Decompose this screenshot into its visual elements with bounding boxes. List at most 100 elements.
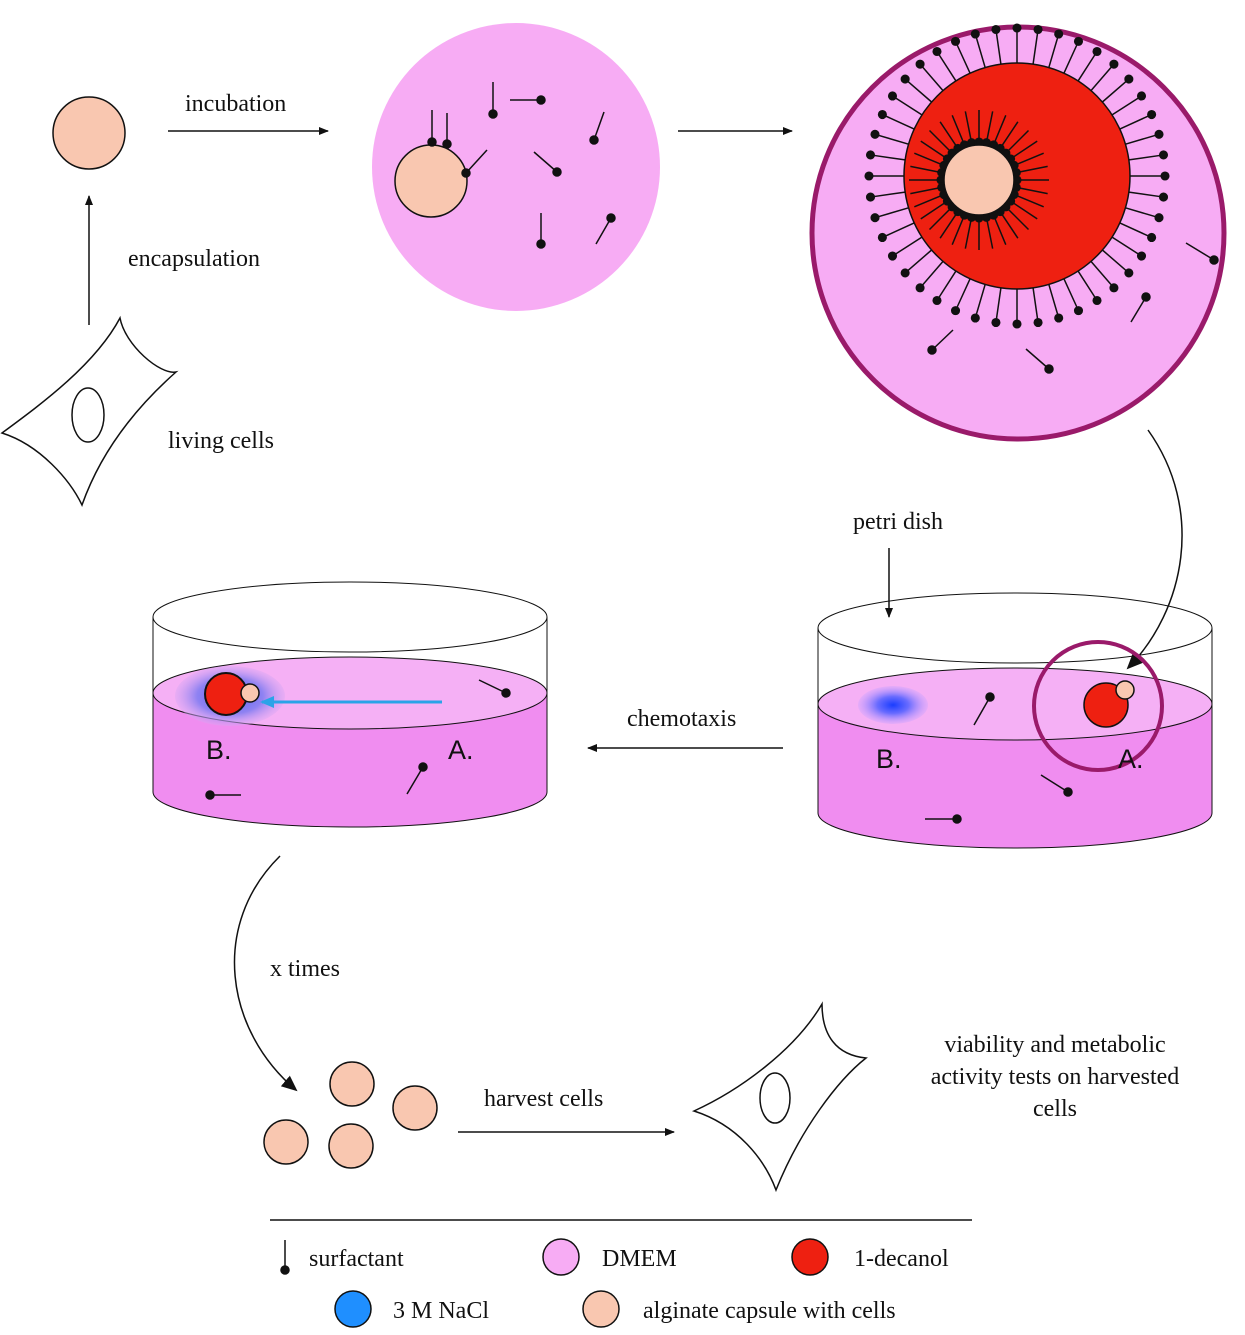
surfactant-head — [950, 306, 961, 316]
surfactants-right-dish — [925, 692, 1073, 824]
surfactant-tail — [995, 29, 1002, 65]
surfactant-tail — [1032, 29, 1039, 65]
surfactant-tail — [939, 121, 959, 149]
legend-alginate-label: alginate capsule with cells — [643, 1298, 896, 1324]
surfactant-tail — [910, 165, 942, 174]
surfactant-tail — [1119, 222, 1152, 239]
surfactant-tail — [974, 284, 986, 319]
surfactant-tail — [928, 206, 953, 231]
surfactant-head — [1054, 29, 1064, 39]
alginate-capsule-right — [1115, 680, 1135, 700]
alginate-capsules-harvest — [263, 1061, 438, 1169]
surfactant-head — [1124, 268, 1134, 278]
surfactant-tail — [904, 249, 933, 274]
surfactant-tail — [951, 115, 966, 146]
surfactant-tail — [1077, 51, 1098, 82]
surfactant-head — [1136, 91, 1147, 101]
surfactant-tail — [1077, 270, 1098, 301]
surfactant-head — [1073, 36, 1084, 46]
surfactant-tail — [1010, 200, 1038, 220]
surfactant-head — [1012, 23, 1022, 33]
surfactant-tail — [1063, 41, 1080, 74]
surfactant-head — [1160, 171, 1170, 181]
surfactant-tail — [954, 278, 971, 311]
surfactant-tail — [904, 78, 933, 103]
dish-left-a-label: A. — [448, 735, 474, 765]
surfactant-head — [877, 232, 887, 243]
surfactant-head — [900, 74, 910, 84]
surfactant-tail — [1090, 260, 1115, 289]
surfactant-tail — [1063, 278, 1080, 311]
surfactants-free — [427, 82, 616, 249]
incubation-label: incubation — [185, 91, 286, 117]
surfactant-head — [1092, 295, 1102, 306]
surfactant-tail — [936, 51, 957, 82]
surfactant-tail — [1016, 186, 1048, 195]
dmem-droplet — [372, 23, 660, 311]
surfactant-head — [1158, 192, 1169, 202]
surfactant-tail — [964, 217, 973, 249]
surfactant-head — [1147, 232, 1157, 243]
dish-right-b-label: B. — [876, 744, 902, 774]
surfactant-tail — [870, 154, 906, 161]
dish-left-b-label: B. — [206, 735, 232, 765]
surfactant-tail — [1125, 133, 1160, 145]
surfactant-tail — [985, 111, 994, 143]
surfactant-head — [887, 251, 898, 261]
alginate-capsule — [52, 96, 126, 170]
legend-surfactant-icon — [280, 1240, 290, 1275]
surfactant-tail — [992, 115, 1007, 146]
surfactant-head — [991, 317, 1001, 328]
harvest-cells-label: harvest cells — [484, 1086, 603, 1112]
surfactant-tail — [1119, 113, 1152, 130]
surfactant-head — [932, 46, 942, 57]
x-times-arrow — [233, 855, 298, 1092]
nacl-spot-right — [858, 686, 928, 724]
surfactant-tail — [974, 33, 986, 68]
surfactant-head — [970, 29, 980, 39]
highlight-ring — [1032, 640, 1164, 772]
legend: surfactant DMEM 1-decanol 3 M NaCl algin… — [280, 1238, 949, 1328]
surfactant-tail — [882, 113, 915, 130]
surfactant-head — [887, 91, 898, 101]
petri-dish-label: petri dish — [853, 509, 943, 535]
surfactant-tail — [892, 236, 923, 257]
surfactant-head — [870, 129, 880, 139]
surfactant-head — [915, 59, 925, 69]
surfactant-tail — [1111, 95, 1142, 116]
surfactant-head — [1033, 24, 1043, 35]
surfactant-tail — [870, 191, 906, 198]
surfactant-tail — [1013, 193, 1044, 208]
surfactant-tail — [1048, 33, 1060, 68]
living-cells-label: living cells — [168, 428, 274, 454]
harvested-cell-icon — [691, 1001, 868, 1193]
surfactant-head — [1147, 109, 1157, 120]
surfactant-tail — [1090, 63, 1115, 92]
living-cell-icon — [0, 315, 179, 507]
surfactant-tail — [1128, 154, 1164, 161]
viability-label-line1: viability and metabolic — [944, 1032, 1165, 1058]
surfactant-tail — [1128, 191, 1164, 198]
surfactant-tail — [951, 214, 966, 245]
viability-label-line3: cells — [1033, 1096, 1077, 1122]
surfactant-tail — [995, 287, 1002, 323]
alginate-capsule-in-dmem — [394, 144, 468, 218]
surfactant-tail — [1125, 207, 1160, 219]
surfactant-tail — [1048, 284, 1060, 319]
surfactant-tail — [964, 111, 973, 143]
surfactant-head — [1109, 59, 1119, 69]
surfactant-tail — [920, 140, 948, 160]
surfactant-tail — [914, 193, 945, 208]
surfactant-tail — [936, 270, 957, 301]
surfactant-tail — [1005, 129, 1030, 154]
surfactant-head — [1092, 46, 1102, 57]
surfactant-head — [950, 36, 961, 46]
surfactant-head — [932, 295, 942, 306]
surfactant-head — [877, 109, 887, 120]
surfactant-head — [865, 192, 876, 202]
surfactant-head — [1109, 283, 1119, 293]
surfactant-tail — [985, 217, 994, 249]
chemotaxis-label: chemotaxis — [627, 706, 736, 732]
legend-decanol-swatch — [791, 1238, 829, 1276]
surfactant-tail — [1005, 206, 1030, 231]
